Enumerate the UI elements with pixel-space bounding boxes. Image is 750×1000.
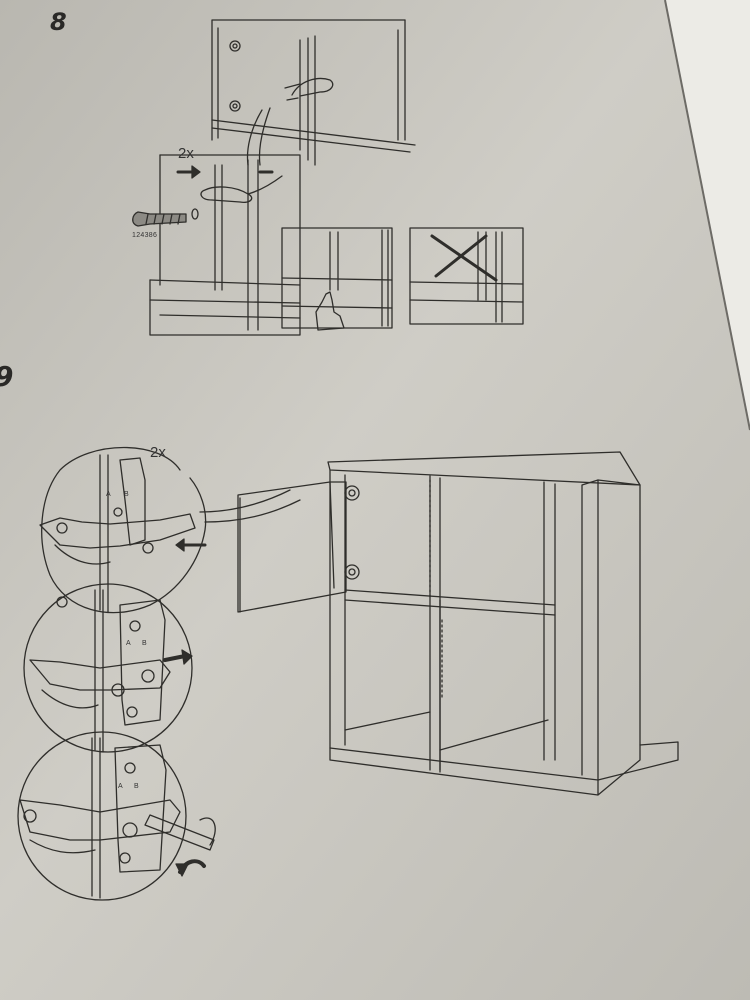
hinge-detail-3 xyxy=(17,731,216,901)
cross-icon xyxy=(430,234,498,282)
screwdriver-icon xyxy=(144,814,215,851)
step8-wrong-panel xyxy=(409,227,524,325)
hinge-label-b-3: B xyxy=(134,783,139,790)
hinge-label-b-1: B xyxy=(124,491,129,498)
step-number-8: 8 xyxy=(50,8,67,36)
step8-top-view xyxy=(211,19,416,166)
step8-detail-panel xyxy=(132,154,301,336)
shelving-unit xyxy=(199,451,679,796)
step8-correct-panel xyxy=(281,227,393,331)
step-number-9: 9 xyxy=(0,360,13,393)
quantity-label-step9: 2x xyxy=(150,444,166,461)
cabinet-door xyxy=(237,481,347,613)
hinge-label-b-2: B xyxy=(142,640,147,647)
hinge-label-a-2: A xyxy=(126,640,131,647)
hinge-detail-2 xyxy=(23,583,193,753)
pointing-hand-icon xyxy=(315,291,345,331)
quantity-label-step8: 2x xyxy=(178,145,194,162)
hinge-label-a-1: A xyxy=(106,491,111,498)
hinge-label-a-3: A xyxy=(118,783,123,790)
part-number: 124386 xyxy=(132,232,158,239)
